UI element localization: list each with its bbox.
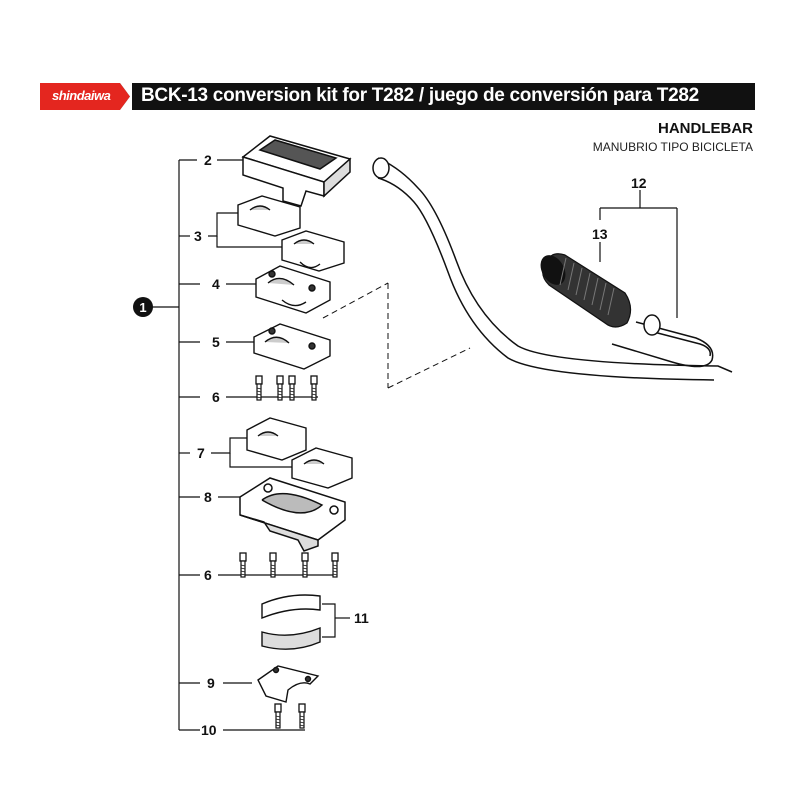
callout-7: 7 bbox=[197, 445, 205, 461]
part-9-lower-clamp bbox=[257, 665, 320, 703]
callout-4: 4 bbox=[212, 276, 220, 292]
callout-10: 10 bbox=[201, 722, 217, 738]
callout-11: 11 bbox=[354, 610, 369, 626]
svg-text:1: 1 bbox=[139, 300, 146, 315]
part-13-grip bbox=[540, 253, 632, 328]
part-12-handlebar bbox=[372, 157, 733, 381]
page-title: BCK-13 conversion kit for T282 / juego d… bbox=[141, 85, 699, 106]
part-6-screws-lower bbox=[239, 552, 339, 578]
part-2-top-cover bbox=[241, 135, 352, 207]
callout-6-upper: 6 bbox=[212, 389, 220, 405]
section-title: HANDLEBAR bbox=[658, 120, 753, 137]
section-subtitle: MANUBRIO TIPO BICICLETA bbox=[592, 140, 753, 154]
part-11-sleeves bbox=[261, 594, 321, 650]
part-5-clamp bbox=[253, 323, 331, 370]
callout-8: 8 bbox=[204, 489, 212, 505]
callout-5: 5 bbox=[212, 334, 220, 350]
alignment-dashes bbox=[322, 282, 471, 389]
part-7-lower-clamp-halves bbox=[246, 417, 353, 489]
callout-9: 9 bbox=[207, 675, 215, 691]
callout-3: 3 bbox=[194, 228, 202, 244]
callout-12: 12 bbox=[631, 175, 647, 191]
part-4-clamp bbox=[255, 265, 331, 314]
part-8-base bbox=[239, 477, 346, 552]
logo-text: shindaiwa bbox=[52, 88, 111, 103]
part-3-clamp-halves bbox=[237, 195, 345, 272]
callout-2: 2 bbox=[204, 152, 212, 168]
shindaiwa-logo bbox=[40, 83, 132, 110]
callout-6-lower: 6 bbox=[204, 567, 212, 583]
header-bar: shindaiwa BCK-13 conversion kit for T282… bbox=[40, 83, 755, 110]
part-10-bolts bbox=[274, 703, 306, 729]
callout-1: 1 bbox=[133, 297, 153, 317]
leader-lines bbox=[152, 159, 678, 731]
callout-13: 13 bbox=[592, 226, 608, 242]
